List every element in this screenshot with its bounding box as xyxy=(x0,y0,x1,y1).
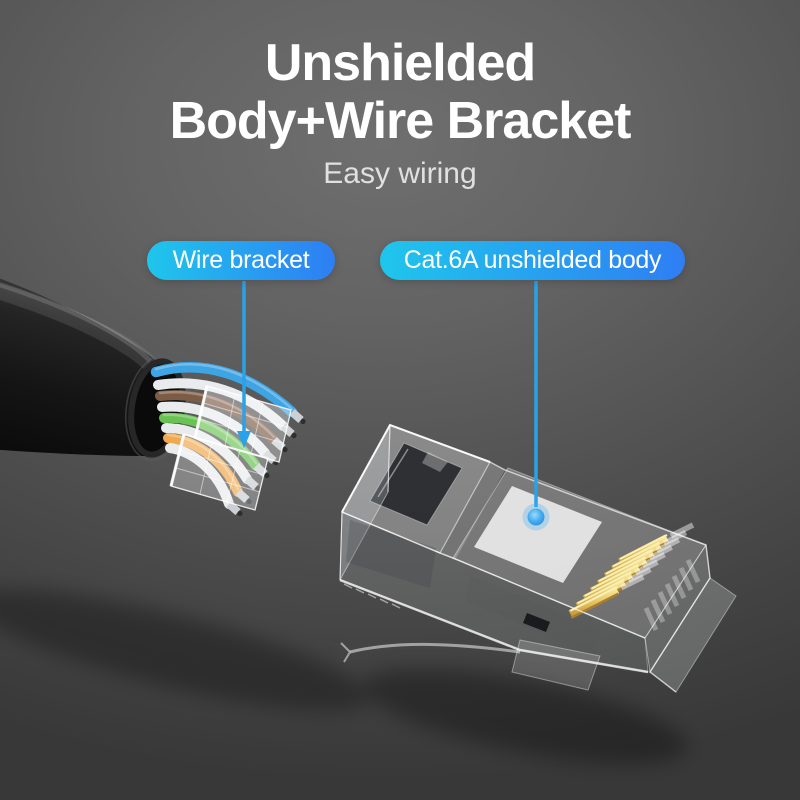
callout-pill-wire-bracket: Wire bracket xyxy=(147,241,335,280)
gold-pins xyxy=(568,534,669,619)
callout-label-unshielded-body: Cat.6A unshielded body xyxy=(403,246,662,274)
wire-tip xyxy=(244,476,261,492)
cable-shadow xyxy=(0,589,370,711)
wire-brown xyxy=(155,390,279,445)
connector-white-panel xyxy=(474,486,602,583)
title-line-2: Body+Wire Bracket xyxy=(169,92,632,150)
wire-tip xyxy=(235,489,252,505)
contact-comb xyxy=(620,522,695,591)
wire-bracket-edge-highlight xyxy=(169,385,209,487)
wire-tip xyxy=(253,463,270,479)
wire-white-1 xyxy=(153,378,288,431)
rj45-connector xyxy=(339,423,737,693)
connector-dark-window xyxy=(523,613,550,632)
cable-jacket-highlight xyxy=(0,283,158,372)
connector-inner-shade-front xyxy=(465,575,600,655)
title-line-1: Unshielded xyxy=(264,34,536,92)
connector-cable-entry-opening xyxy=(369,442,463,526)
wire-orange xyxy=(163,433,243,497)
callout-pointers xyxy=(237,281,550,531)
connector-edge-highlights xyxy=(339,423,711,693)
wire-tip xyxy=(289,409,306,425)
connector-step-face xyxy=(440,462,505,560)
connector-shadow xyxy=(362,668,688,764)
cable-jacket-highlight-thin xyxy=(0,282,152,363)
pointer-dot xyxy=(527,508,545,526)
cable-entry-reflection xyxy=(422,452,448,472)
callout-pill-unshielded-body: Cat.6A unshielded body xyxy=(380,241,685,280)
connector-inner-shade-rear xyxy=(346,520,436,588)
wire-white-4 xyxy=(165,443,234,509)
twisted-pair-wires xyxy=(150,362,298,509)
cable-entry-inner-edge xyxy=(377,448,409,498)
callout-label-wire-bracket: Wire bracket xyxy=(172,246,310,274)
wire-green xyxy=(159,412,261,471)
wire-blue xyxy=(150,362,298,418)
ethernet-cable-assembly xyxy=(0,278,306,517)
pointer-arrow-wire-bracket xyxy=(237,431,251,448)
wire-bracket-channels xyxy=(175,393,288,503)
page-subtitle: Easy wiring xyxy=(323,157,477,190)
page-title: Unshielded Body+Wire Bracket xyxy=(0,34,800,150)
wire-tip xyxy=(226,501,243,517)
wire-white-2 xyxy=(157,401,270,458)
front-teeth xyxy=(643,558,701,632)
wire-tip xyxy=(280,423,297,439)
